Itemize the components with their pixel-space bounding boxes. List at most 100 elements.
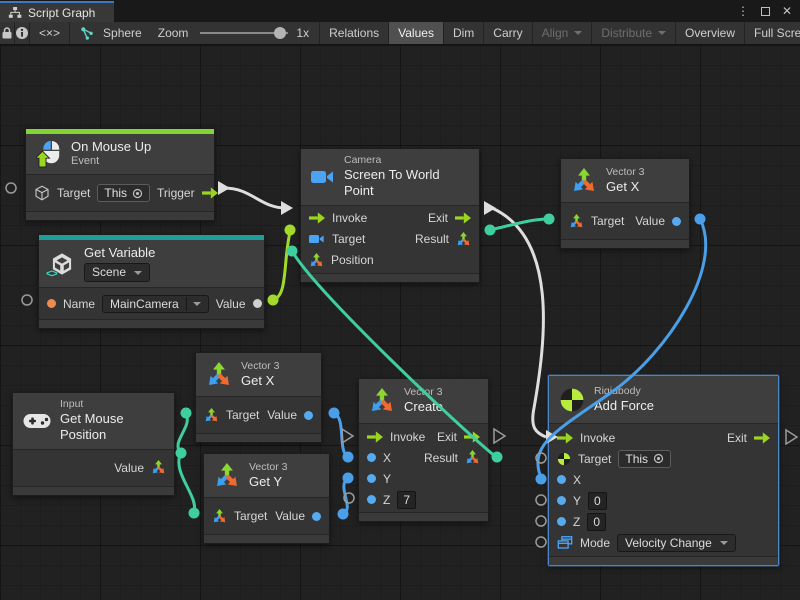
- zoom-segment: Sphere Zoom 1x: [70, 22, 321, 44]
- flow-arrow-icon[interactable]: [464, 431, 480, 443]
- rigidbody-icon[interactable]: [557, 452, 571, 466]
- node-create-vector3[interactable]: Vector 3 Create Invoke Exit X Result: [358, 378, 489, 522]
- mode-dropdown[interactable]: Velocity Change: [617, 533, 736, 552]
- node-on-mouse-up[interactable]: On Mouse Up Event Target This Trigger: [25, 128, 215, 221]
- variable-name-dropdown[interactable]: MainCamera: [102, 294, 209, 313]
- target-label: Target: [332, 232, 366, 247]
- zoom-slider[interactable]: [200, 27, 289, 39]
- node-title: Screen To World Point: [344, 167, 440, 199]
- vector3-icon[interactable]: [204, 408, 219, 423]
- dim-button[interactable]: Dim: [444, 22, 485, 44]
- invoke-label: Invoke: [390, 429, 426, 444]
- vector3-icon[interactable]: [212, 509, 227, 524]
- maximize-icon[interactable]: [760, 6, 770, 16]
- name-port[interactable]: [47, 299, 56, 309]
- exit-label: Exit: [436, 429, 457, 444]
- graph-object-label: Sphere: [103, 26, 142, 40]
- variable-scope-dropdown[interactable]: Scene: [84, 263, 151, 283]
- x-port[interactable]: [557, 475, 566, 484]
- distribute-dropdown[interactable]: Distribute: [592, 22, 676, 44]
- fullscreen-button[interactable]: Full Screen: [754, 26, 800, 40]
- node-category: Camera: [344, 154, 382, 166]
- flow-arrow-icon[interactable]: [754, 432, 770, 444]
- node-get-variable[interactable]: <> Get Variable Scene Name MainCamera Va…: [38, 234, 265, 330]
- flow-arrow-icon[interactable]: [455, 212, 471, 224]
- flow-arrow-icon[interactable]: [557, 432, 573, 444]
- code-preview-button[interactable]: <×>: [30, 22, 71, 44]
- node-title: Get Y: [249, 473, 283, 489]
- flow-arrow-icon[interactable]: [309, 212, 325, 224]
- x-port[interactable]: [367, 453, 376, 462]
- flow-arrow-icon[interactable]: [367, 431, 383, 443]
- vector3-icon[interactable]: [151, 460, 166, 475]
- value-port[interactable]: [672, 216, 681, 226]
- result-label: Result: [414, 232, 449, 247]
- target-label: Target: [591, 214, 625, 228]
- values-button[interactable]: Values: [389, 22, 444, 44]
- relations-button[interactable]: Relations: [320, 22, 390, 44]
- carry-button[interactable]: Carry: [484, 22, 533, 44]
- tab-strip: Script Graph ⋮ ✕: [0, 0, 800, 22]
- gameobject-cube-icon: [34, 185, 50, 201]
- target-label: Target: [234, 509, 268, 523]
- vector3-icon[interactable]: [309, 253, 324, 268]
- target-value-pill[interactable]: This: [97, 184, 151, 202]
- vector3-icon: [369, 388, 395, 414]
- vector3-icon: [206, 362, 232, 388]
- self-target-icon: [653, 453, 664, 464]
- window-controls: ⋮ ✕: [737, 0, 800, 22]
- zoom-slider-handle[interactable]: [274, 27, 287, 39]
- camera-icon[interactable]: [309, 233, 325, 245]
- value-port[interactable]: [252, 299, 262, 309]
- node-category: Vector 3: [241, 359, 280, 372]
- camera-icon: [311, 168, 335, 186]
- tab-script-graph[interactable]: Script Graph: [0, 1, 114, 22]
- mouse-up-icon: [36, 140, 62, 168]
- overview-button[interactable]: Overview: [676, 22, 746, 44]
- flow-arrow-icon[interactable]: [202, 187, 218, 199]
- target-value-pill[interactable]: This: [618, 449, 672, 468]
- more-menu-icon[interactable]: ⋮: [736, 4, 749, 18]
- event-color-bar: [26, 129, 214, 134]
- vector3-icon: [214, 463, 240, 489]
- node-title: Create: [404, 399, 444, 415]
- chevron-down-icon: [658, 31, 666, 35]
- node-title: Add Force: [594, 397, 654, 413]
- z-value-field[interactable]: 0: [587, 512, 607, 531]
- vector3-icon[interactable]: [569, 214, 584, 229]
- tab-title: Script Graph: [28, 5, 96, 20]
- node-screen-to-world-point[interactable]: Camera Screen To World Point Invoke Exit…: [300, 148, 480, 283]
- node-get-x-right[interactable]: Vector 3 Get X Target Value: [560, 158, 690, 249]
- y-port[interactable]: [557, 496, 566, 505]
- y-value-field[interactable]: 0: [588, 491, 607, 510]
- node-title: On Mouse Up: [71, 139, 152, 154]
- lock-icon: [0, 26, 14, 40]
- zoom-label: Zoom: [157, 26, 189, 40]
- value-label: Value: [114, 460, 144, 475]
- node-category: Rigidbody: [594, 384, 641, 397]
- graph-object-icon: [80, 26, 95, 41]
- node-category: Input: [60, 398, 84, 410]
- node-category: Vector 3: [606, 165, 645, 178]
- align-dropdown[interactable]: Align: [533, 22, 593, 44]
- z-port[interactable]: [557, 517, 566, 526]
- z-value-field[interactable]: 7: [397, 490, 417, 509]
- code-icon: <×>: [39, 26, 61, 40]
- y-port[interactable]: [367, 474, 376, 483]
- value-port[interactable]: [304, 410, 313, 420]
- name-label: Name: [63, 296, 96, 311]
- vector3-icon[interactable]: [456, 232, 471, 247]
- rigidbody-icon: [559, 387, 585, 413]
- value-label: Value: [275, 509, 305, 523]
- node-get-x-mid[interactable]: Vector 3 Get X Target Value: [195, 352, 322, 443]
- z-port[interactable]: [367, 495, 376, 504]
- close-icon[interactable]: ✕: [781, 4, 792, 18]
- inspect-button[interactable]: [15, 22, 30, 44]
- vector3-icon[interactable]: [465, 450, 480, 465]
- node-add-force[interactable]: Rigidbody Add Force Invoke Exit Target T…: [548, 375, 779, 566]
- node-get-y[interactable]: Vector 3 Get Y Target Value: [203, 453, 330, 544]
- y-label: Y: [573, 493, 582, 508]
- node-get-mouse-position[interactable]: Input Get Mouse Position Value: [12, 392, 175, 496]
- value-port[interactable]: [312, 511, 321, 521]
- lock-button[interactable]: [0, 22, 15, 44]
